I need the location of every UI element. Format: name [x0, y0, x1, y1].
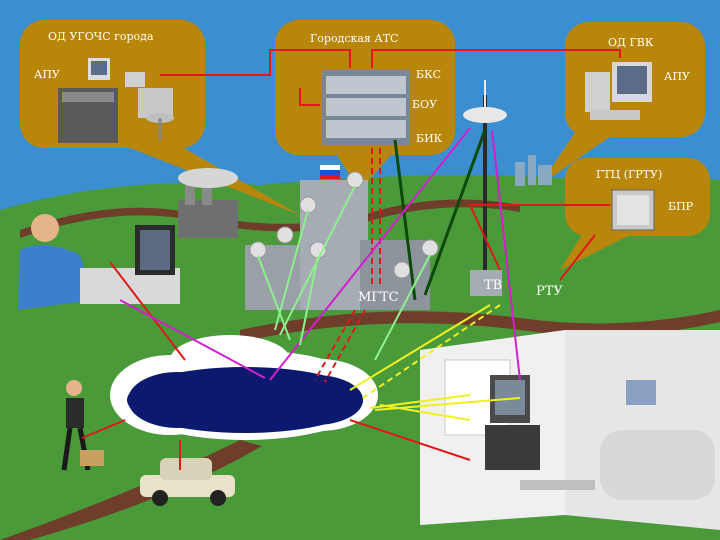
line-mgts-cloud-dash [314, 309, 356, 381]
label-od-gvk: ОД ГВК [608, 36, 654, 49]
bubble-tail-ats [330, 145, 400, 190]
tv-tower [463, 80, 507, 296]
line-tower-tv-mag [491, 129, 521, 381]
line-tower-mgts-green [423, 129, 487, 296]
label-tv: ТВ [484, 278, 503, 293]
workstation-illustration [58, 58, 174, 143]
label-bou: БОУ [412, 98, 438, 111]
line-ats-gvk [371, 49, 621, 68]
factory-illustration [178, 168, 238, 238]
house-interior [420, 330, 720, 530]
bubble-tail-gvk [540, 125, 620, 185]
walking-man [61, 380, 104, 471]
connections [81, 49, 621, 470]
label-city-ats: Городская АТС [310, 32, 399, 45]
line-gtts-tower [468, 204, 610, 271]
line-cloud-man [81, 419, 126, 439]
car-illustration [140, 458, 235, 506]
label-rtu: РТУ [536, 284, 563, 299]
line-ats-mgts-green [393, 139, 417, 301]
label-mgts: МГТС [358, 290, 399, 305]
bubble-tail-gtts [560, 230, 640, 270]
label-bpr: БПР [668, 200, 694, 213]
label-od-uochs: ОД УГОЧС города [48, 30, 154, 43]
label-bks: БКС [416, 68, 442, 81]
line-tower-cloud-mag [269, 127, 471, 381]
operator-illustration [18, 214, 180, 310]
line-mgts-cloud-dash2 [324, 309, 366, 383]
label-bik: БИК [416, 132, 443, 145]
line-tower-rtu [559, 234, 596, 281]
gvk-computer-illustration [585, 62, 652, 120]
line-officer-cloud [109, 261, 186, 361]
ats-rack-illustration [322, 70, 410, 145]
line-gtts-loop [299, 88, 320, 106]
line-uochs-ats [160, 49, 351, 76]
antenna-dishes [249, 171, 439, 279]
line-house-cloud [349, 419, 471, 461]
line-mag-left [119, 299, 266, 379]
road-top [20, 199, 520, 238]
label-apu-right: АПУ [664, 70, 690, 83]
label-apu-left: АПУ [34, 68, 60, 81]
label-gtts: ГТЦ (ГРТУ) [596, 168, 663, 181]
